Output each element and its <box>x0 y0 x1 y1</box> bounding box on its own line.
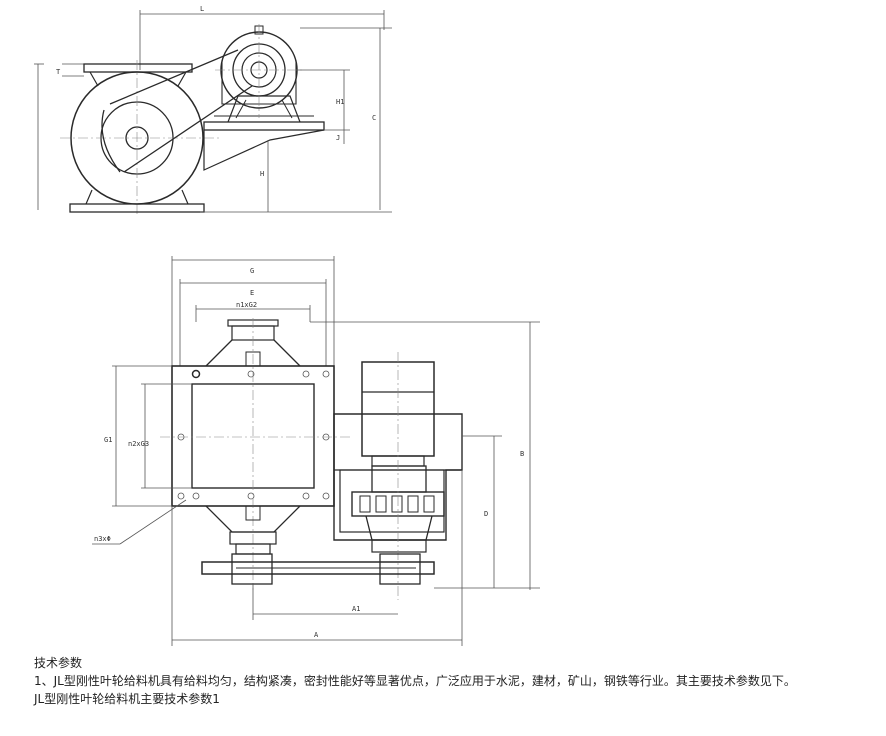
table-caption: JL型刚性叶轮给料机主要技术参数1 <box>34 692 220 706</box>
dim-label-j: J <box>336 134 340 142</box>
dim-label-c: C <box>372 114 376 122</box>
dim-label-a1: A1 <box>352 605 360 613</box>
dim-label-n2xg3: n2xG3 <box>128 440 149 448</box>
front-elevation-drawing: G E n1xG2 G1 <box>92 256 540 646</box>
side-elevation-drawing: L T <box>34 5 392 215</box>
technical-drawing: L T <box>34 5 540 646</box>
dim-label-g: G <box>250 267 254 275</box>
section-heading: 技术参数 <box>34 656 83 670</box>
dim-label-a: A <box>314 631 319 639</box>
dim-label-n1xg2: n1xG2 <box>236 301 257 309</box>
dim-label-t: T <box>56 68 61 76</box>
dim-label-h1: H1 <box>336 98 344 106</box>
dim-label-d: D <box>484 510 488 518</box>
spec-text-block: 技术参数 1、JL型刚性叶轮给料机具有给料均匀，结构紧凑，密封性能好等显著优点，… <box>34 654 874 708</box>
dim-label-e: E <box>250 289 254 297</box>
dim-label-l: L <box>200 5 204 13</box>
dim-label-g1: G1 <box>104 436 112 444</box>
dim-label-n3xphi: n3xΦ <box>94 535 111 543</box>
dim-label-h: H <box>260 170 264 178</box>
dim-label-b: B <box>520 450 524 458</box>
description-paragraph: 1、JL型刚性叶轮给料机具有给料均匀，结构紧凑，密封性能好等显著优点，广泛应用于… <box>34 674 796 688</box>
